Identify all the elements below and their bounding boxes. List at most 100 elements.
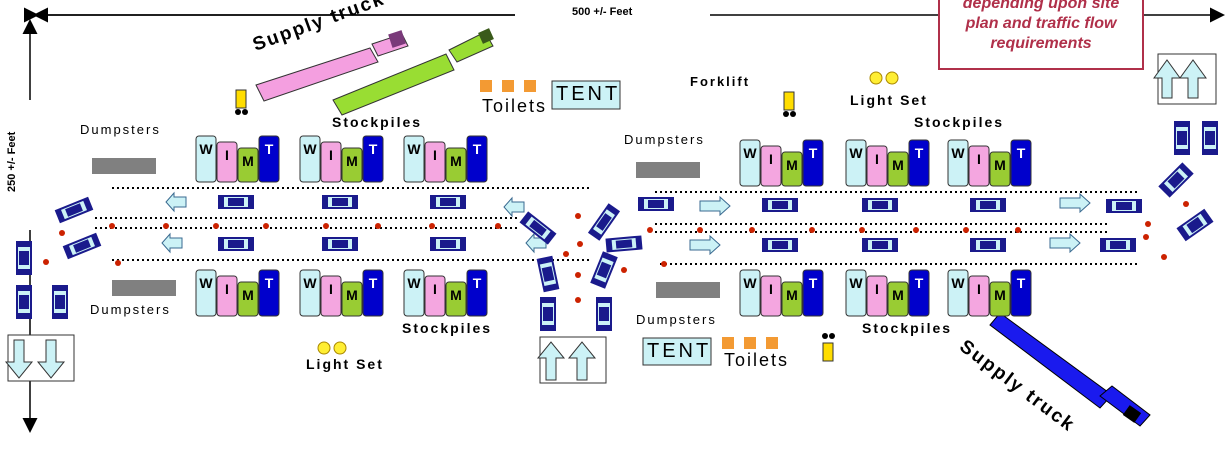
stockpile-letter: W xyxy=(199,275,213,291)
stockpile-letter: W xyxy=(849,145,863,161)
tent-label: TENT xyxy=(556,83,621,105)
stockpile-bin-m xyxy=(887,151,909,187)
stockpile-bin-m xyxy=(237,147,259,183)
stockpile-bin-i xyxy=(424,141,446,183)
stockpile-letter: T xyxy=(915,275,924,291)
stockpile-bin-w xyxy=(739,139,761,187)
stockpile-letter: I xyxy=(977,151,981,167)
stockpile-letter: I xyxy=(329,281,333,297)
stockpile-letter: T xyxy=(265,141,274,157)
stockpile-bin-t xyxy=(802,139,824,187)
stockpile-bin-w xyxy=(947,269,969,317)
forklift-icon xyxy=(783,91,796,117)
stockpile-letter: I xyxy=(225,281,229,297)
tent-box xyxy=(551,80,621,110)
stockpile-letter: M xyxy=(892,157,904,173)
light-set-label: Light Set xyxy=(850,92,928,108)
stockpile-letter: T xyxy=(369,275,378,291)
stockpile-bin-i xyxy=(760,145,782,187)
stockpile-letter: W xyxy=(303,275,317,291)
stockpile-bin-t xyxy=(258,135,280,183)
stockpile-letter: I xyxy=(769,281,773,297)
supply-truck-blue xyxy=(989,312,1151,427)
stockpile-bin-i xyxy=(320,141,342,183)
stockpile-letter: T xyxy=(473,141,482,157)
stockpile-letter: W xyxy=(849,275,863,291)
stockpile-letter: T xyxy=(1017,275,1026,291)
stockpile-bin-i xyxy=(424,275,446,317)
light-set-label: Light Set xyxy=(306,356,384,372)
stockpile-bin-m xyxy=(341,147,363,183)
stockpile-letter: I xyxy=(977,281,981,297)
note-box: depending upon site plan and traffic flo… xyxy=(938,0,1144,70)
stockpile-bin-w xyxy=(845,139,867,187)
dumpster xyxy=(636,162,700,178)
toilets-icon xyxy=(480,80,536,92)
stockpile-letter: I xyxy=(433,281,437,297)
traffic-cones xyxy=(43,201,1189,303)
stockpile-letter: I xyxy=(433,147,437,163)
dumpsters-label: Dumpsters xyxy=(80,122,161,137)
stockpile-letter: W xyxy=(407,141,421,157)
stockpile-letter: M xyxy=(450,153,462,169)
stockpile-letter: I xyxy=(225,147,229,163)
stockpile-letter: T xyxy=(915,145,924,161)
stockpile-letter: M xyxy=(242,287,254,303)
toilets-label: Toilets xyxy=(724,350,790,370)
dumpster xyxy=(656,282,720,298)
stockpile-letter: W xyxy=(303,141,317,157)
stockpile-letter: I xyxy=(329,147,333,163)
stockpile-bin-w xyxy=(299,269,321,317)
dumpster xyxy=(92,158,156,174)
stockpile-bin-i xyxy=(968,275,990,317)
stockpile-letter: M xyxy=(786,157,798,173)
stockpile-letter: W xyxy=(743,145,757,161)
stockpile-bin-t xyxy=(362,269,384,317)
stockpile-letter: T xyxy=(265,275,274,291)
stockpile-letter: T xyxy=(1017,145,1026,161)
stockpile-bin-w xyxy=(403,135,425,183)
stockpile-letter: W xyxy=(407,275,421,291)
stockpile-bin-i xyxy=(866,145,888,187)
stockpile-letter: I xyxy=(875,151,879,167)
stockpile-letter: W xyxy=(951,145,965,161)
stockpile-bin-t xyxy=(802,269,824,317)
stockpile-letter: W xyxy=(743,275,757,291)
light-set-icon xyxy=(869,71,899,85)
height-dimension-label: 250 +/- Feet xyxy=(6,131,18,192)
stockpile-bin-i xyxy=(320,275,342,317)
stockpile-bin-m xyxy=(887,281,909,317)
stockpile-letter: I xyxy=(769,151,773,167)
stockpile-bin-m xyxy=(989,151,1011,187)
forklift-icon xyxy=(235,89,248,115)
stockpile-bin-t xyxy=(1010,269,1032,317)
toilets-icon xyxy=(722,337,778,349)
light-set-icon xyxy=(317,341,347,355)
stockpile-bin-i xyxy=(216,275,238,317)
stockpile-letter: M xyxy=(786,287,798,303)
stockpile-letter: I xyxy=(875,281,879,297)
note-line-3: requirements xyxy=(990,35,1092,52)
stockpile-bin-w xyxy=(947,139,969,187)
forklift-label: Forklift xyxy=(690,74,751,89)
stockpile-bin-w xyxy=(195,269,217,317)
stockpile-letter: M xyxy=(892,287,904,303)
stockpile-bin-i xyxy=(866,275,888,317)
stockpile-letter: T xyxy=(369,141,378,157)
stockpile-bin-t xyxy=(908,269,930,317)
dumpsters-label: Dumpsters xyxy=(624,132,705,147)
supply-truck-pink xyxy=(255,30,409,102)
stockpile-bin-t xyxy=(1010,139,1032,187)
stockpile-bin-m xyxy=(445,281,467,317)
